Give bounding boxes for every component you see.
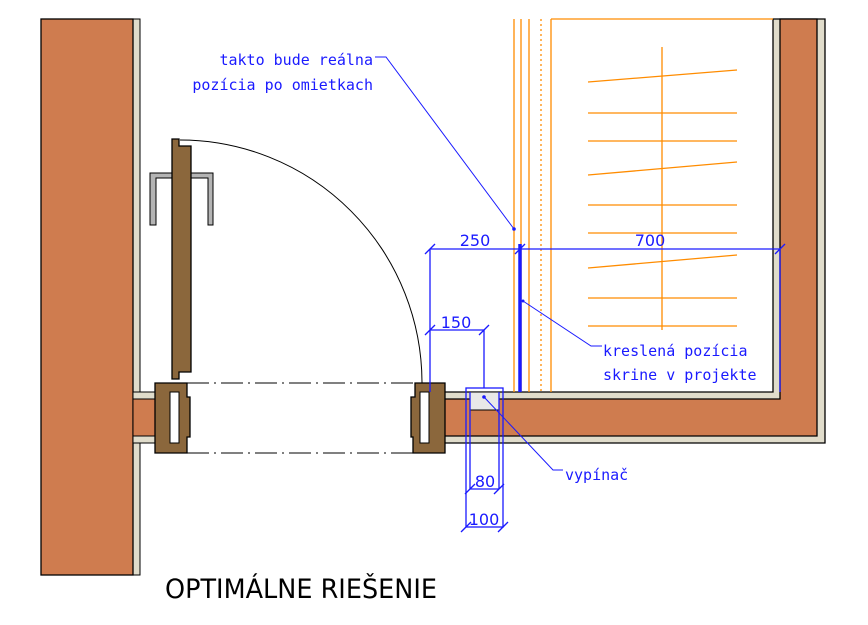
- drawn-position-label-1: kreslená pozícia: [603, 342, 748, 360]
- leader-dot: [521, 299, 525, 303]
- dimension-250: 250: [460, 231, 491, 250]
- door-opening-lines: [187, 382, 415, 454]
- dimension-100: 100: [469, 510, 500, 529]
- door-frame-right: [410, 382, 446, 454]
- real-position-label-1: takto bude reálna: [219, 51, 373, 69]
- cabinet: [513, 18, 773, 392]
- door-handle: [149, 172, 214, 226]
- real-position-label-2: pozícia po omietkach: [192, 76, 373, 94]
- dimension-80: 80: [475, 472, 495, 491]
- left-wall: [40, 18, 141, 576]
- drawing-title: OPTIMÁLNE RIEŠENIE: [165, 573, 437, 605]
- light-switch: [469, 391, 500, 411]
- door-swing-arc: [179, 139, 423, 384]
- switch-label: vypínač: [565, 466, 628, 484]
- dimension-lines: [424, 243, 786, 533]
- dimension-150: 150: [441, 313, 472, 332]
- door-frame-left: [154, 382, 191, 454]
- leader-dot: [512, 227, 516, 231]
- door-leaf: [171, 138, 192, 380]
- leader-lines: [375, 56, 602, 471]
- dimension-700: 700: [635, 231, 666, 250]
- drawn-position-label-2: skrine v projekte: [603, 366, 757, 384]
